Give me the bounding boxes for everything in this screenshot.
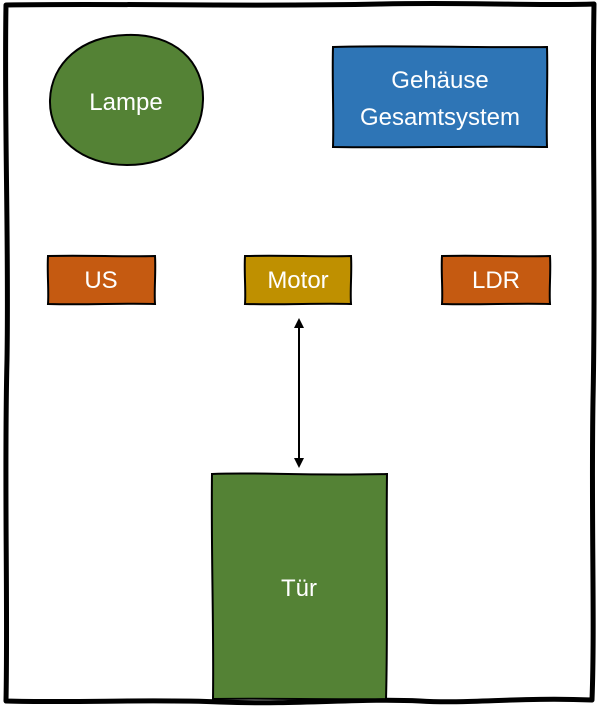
us-label: US xyxy=(84,267,117,294)
node-motor[interactable]: Motor xyxy=(243,254,353,306)
node-tuer[interactable]: Tür xyxy=(210,472,389,701)
lampe-label: Lampe xyxy=(89,89,162,116)
lampe-ellipse xyxy=(48,33,205,167)
system-frame xyxy=(3,0,597,706)
ldr-label: LDR xyxy=(472,267,520,294)
node-lampe[interactable]: Lampe xyxy=(48,33,205,167)
ldr-box xyxy=(440,254,552,306)
gehaeuse-label-line-1: Gehäuse xyxy=(391,67,488,94)
node-ldr[interactable]: LDR xyxy=(440,254,552,306)
tuer-label: Tür xyxy=(281,575,317,602)
motor-box xyxy=(243,254,353,306)
us-box xyxy=(46,254,157,306)
motor-label: Motor xyxy=(267,267,328,294)
node-us[interactable]: US xyxy=(46,254,157,306)
gehaeuse-label-line-2: Gesamtsystem xyxy=(360,104,520,131)
node-gehaeuse-gesamtsystem[interactable]: Gehäuse Gesamtsystem xyxy=(331,45,549,149)
gehaeuse-box xyxy=(331,45,549,149)
tuer-box xyxy=(210,472,389,701)
